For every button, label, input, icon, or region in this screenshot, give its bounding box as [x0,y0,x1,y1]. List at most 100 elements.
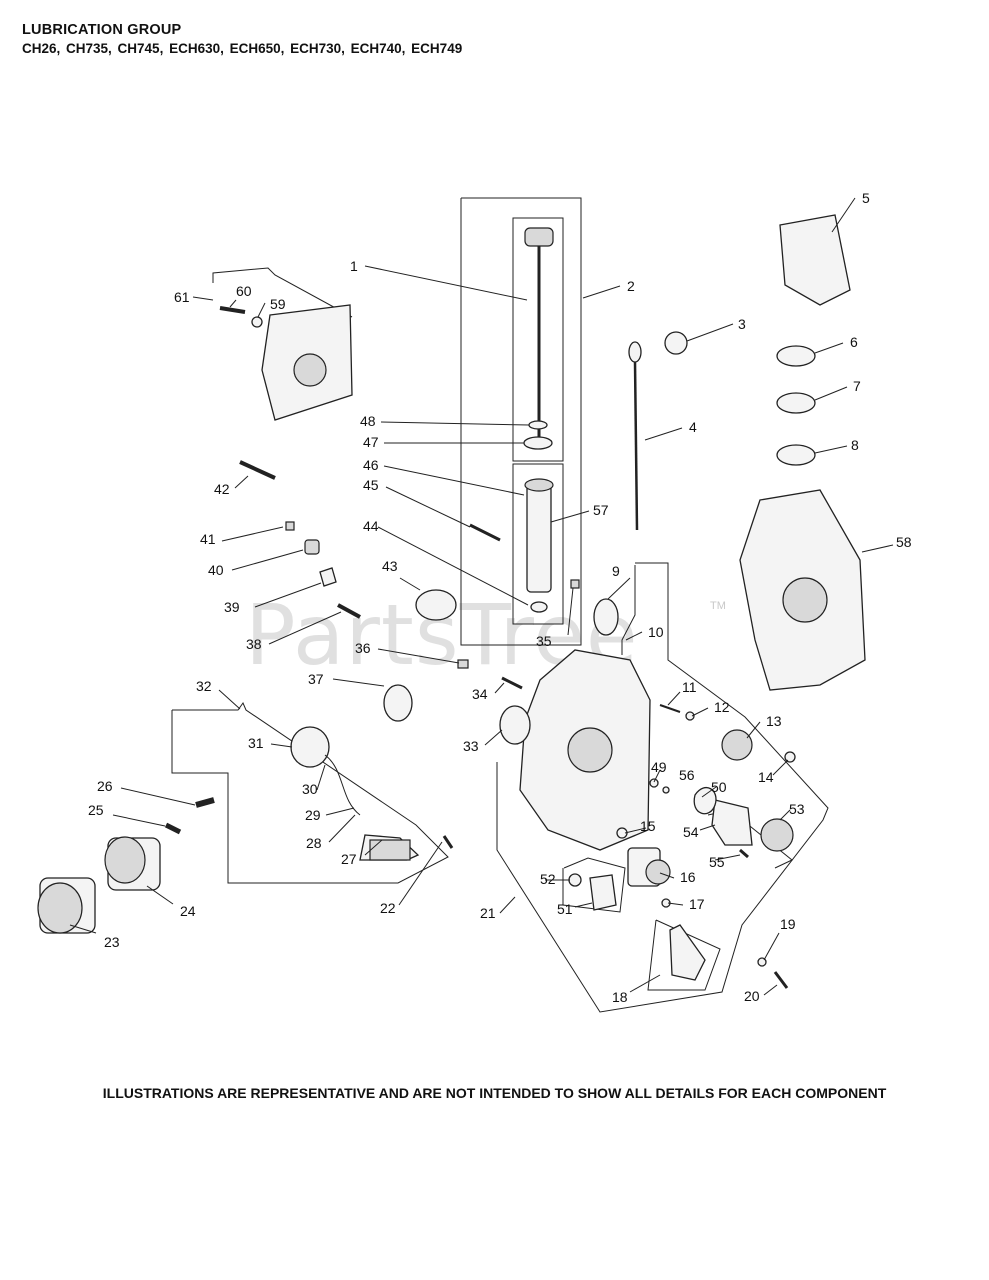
closure-plate-kit-box [496,562,829,1013]
page-title: LUBRICATION GROUP [22,22,182,38]
o-ring-48 [528,420,548,430]
screw-55 [739,848,749,859]
callout-51: 51 [557,901,573,917]
callout-59: 59 [270,296,286,312]
callout-42: 42 [214,481,230,497]
callout-24: 24 [180,903,196,919]
callout-47: 47 [363,434,379,450]
callout-37: 37 [308,671,324,687]
callout-5: 5 [862,190,870,206]
oil-filter-23 [37,877,96,934]
washer-59 [251,316,263,328]
callout-38: 38 [246,636,262,652]
callout-53: 53 [789,801,805,817]
callout-58: 58 [896,534,912,550]
oil-cooler-kit-box [171,701,449,884]
callout-22: 22 [380,900,396,916]
callout-12: 12 [714,699,730,715]
callout-41: 41 [200,531,216,547]
callout-44: 44 [363,518,379,534]
callout-49: 49 [651,759,667,775]
callout-52: 52 [540,871,556,887]
callout-29: 29 [305,807,321,823]
callout-17: 17 [689,896,705,912]
adapter-31 [290,726,330,768]
callout-40: 40 [208,562,224,578]
bolt-26 [195,797,215,808]
pickup-18 [669,924,706,981]
pin-11 [659,704,681,713]
screw-45 [469,523,501,542]
callout-11: 11 [682,679,697,695]
tube-inner-box [512,463,564,625]
o-ring-44 [530,601,548,613]
callout-43: 43 [382,558,398,574]
callout-15: 15 [640,818,656,834]
callout-55: 55 [709,854,725,870]
callout-25: 25 [88,802,104,818]
callout-26: 26 [97,778,113,794]
callout-21: 21 [480,905,496,921]
dipstick-tube-57 [524,478,554,593]
oil-pump-16 [627,847,671,887]
dipstick-group-box [460,197,582,646]
callout-31: 31 [248,735,264,751]
dipstick-part [524,227,554,438]
guard-5 [779,214,851,306]
leader-lines [69,197,894,996]
oil-filter-24 [104,836,161,891]
callout-28: 28 [306,835,322,851]
dipstick-inner-box [512,217,564,462]
screw-42 [239,460,276,480]
gasket-6 [776,345,816,367]
bushing-43 [415,589,457,621]
callout-1: 1 [350,258,358,274]
ball-56 [662,786,670,794]
callout-35: 35 [536,633,552,649]
mounting-plate-box [212,267,353,318]
tube-10 [621,565,636,655]
gasket-50 [693,786,717,815]
o-ring-47 [523,436,553,450]
hoses-30 [324,754,361,816]
callout-50: 50 [711,779,727,795]
callout-2: 2 [627,278,635,294]
screw-38 [337,603,361,619]
oil-seal-33 [499,705,531,745]
callout-32: 32 [196,678,212,694]
gasket-7 [776,392,816,414]
callout-23: 23 [104,934,120,950]
o-ring-3 [664,331,688,355]
callout-61: 61 [174,289,190,305]
nipple-25 [164,822,182,835]
callout-4: 4 [689,419,697,435]
washer-14 [784,751,796,763]
callout-39: 39 [224,599,240,615]
callout-27: 27 [341,851,357,867]
screw-60 [219,306,246,314]
oil-pump-kit-box [562,857,626,913]
gasket-8 [776,444,816,466]
screw-22 [442,835,454,849]
o-ring-52 [568,873,582,887]
oil-pickup-box [647,919,721,991]
callout-33: 33 [463,738,479,754]
callout-19: 19 [780,916,796,932]
callout-36: 36 [355,640,371,656]
screw-20 [773,971,789,989]
callout-13: 13 [766,713,782,729]
callout-14: 14 [758,769,774,785]
callout-20: 20 [744,988,760,1004]
callout-18: 18 [612,989,628,1005]
watermark-trademark: TM [710,600,726,612]
callout-3: 3 [738,316,746,332]
callout-16: 16 [680,869,696,885]
callout-6: 6 [850,334,858,350]
model-list: CH26, CH735, CH745, ECH630, ECH650, ECH7… [22,41,463,56]
plug-41 [285,521,295,531]
washer-12 [685,711,695,721]
gear-53 [760,818,794,852]
fitting-39 [319,567,337,587]
o-ring-37 [383,684,413,722]
